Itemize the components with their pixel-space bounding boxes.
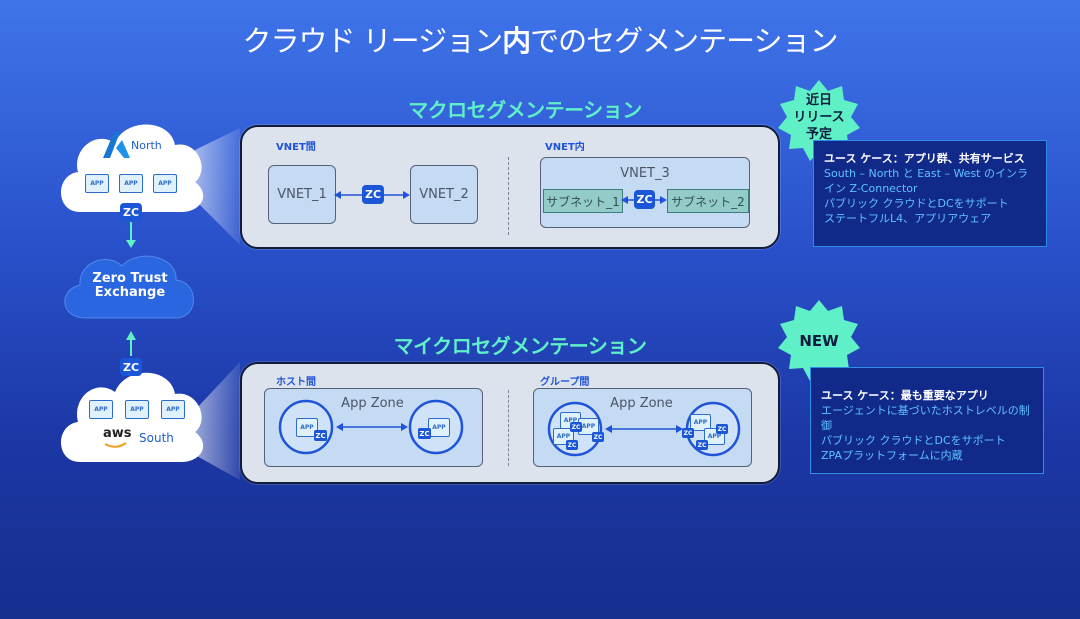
app-icon: APP <box>428 418 450 437</box>
usecase-macro-line: South – North と East – West のインラ <box>824 167 1028 180</box>
app-icon: APP <box>690 414 711 431</box>
aws-logo: aws <box>103 426 132 441</box>
subnet-1-box: サブネット_1 <box>543 189 623 213</box>
zc-agent-icon: ZC <box>592 432 604 442</box>
zc-agent-icon: ZC <box>418 428 431 439</box>
zte-line-1: Zero Trust <box>92 271 168 286</box>
app-zone-left-label: App Zone <box>341 396 404 411</box>
zc-agent-icon: ZC <box>570 422 582 432</box>
page-title: クラウド リージョン内でのセグメンテーション <box>0 18 1080 60</box>
macro-divider <box>508 157 509 235</box>
badge-line-2: リリース <box>793 110 845 125</box>
macro-title: マクロセグメンテーション <box>408 98 642 122</box>
cloud-diagram <box>60 124 240 480</box>
subnet-2-box: サブネット_2 <box>667 189 749 213</box>
badge-line-3: 予定 <box>805 127 832 142</box>
zc-connector-icon: ZC <box>362 185 384 204</box>
title-suffix: でのセグメンテーション <box>530 24 838 58</box>
micro-divider <box>508 390 509 466</box>
vnet-between-label: VNET間 <box>276 142 316 153</box>
app-icon: APP <box>153 174 177 193</box>
usecase-macro-line: パブリック クラウドとDCをサポート <box>824 197 1009 210</box>
usecase-macro-line: イン Z-Connector <box>824 182 918 195</box>
usecase-micro-line: エージェントに基づいたホストレベルの制御 <box>821 404 1030 432</box>
app-icon: APP <box>125 400 149 419</box>
subnet-1-label: サブネット_1 <box>546 194 620 209</box>
app-icon: APP <box>85 174 109 193</box>
zte-line-2: Exchange <box>94 285 166 300</box>
usecase-micro-heading: ユース ケース：最も重要なアプリ <box>821 389 989 402</box>
badge-line-1: 近日 <box>805 93 832 108</box>
zc-connector-icon: ZC <box>120 358 142 376</box>
zc-agent-icon: ZC <box>682 428 694 438</box>
usecase-micro-box: ユース ケース：最も重要なアプリ エージェントに基づいたホストレベルの制御 パブ… <box>810 367 1044 474</box>
app-icon: APP <box>89 400 113 419</box>
new-badge-shape <box>778 300 860 381</box>
zc-agent-icon: ZC <box>314 430 327 441</box>
zc-agent-icon: ZC <box>566 440 578 450</box>
new-badge: NEW <box>799 332 839 350</box>
vnet-2-label: VNET_2 <box>419 187 469 202</box>
aws-smile-icon <box>104 442 127 448</box>
usecase-macro-heading: ユース ケース：アプリ群、共有サービス <box>824 152 1025 165</box>
vnet-2-box: VNET_2 <box>410 165 478 224</box>
zc-agent-icon: ZC <box>696 440 708 450</box>
usecase-micro-line: パブリック クラウドとDCをサポート <box>821 434 1006 447</box>
app-zone-right-label: App Zone <box>610 396 673 411</box>
vnet-1-label: VNET_1 <box>277 187 327 202</box>
beam-south <box>195 362 240 480</box>
north-arrow-head <box>126 240 136 248</box>
zero-trust-exchange-cloud <box>64 255 194 319</box>
host-between-label: ホスト間 <box>276 377 316 388</box>
vnet-within-label: VNET内 <box>545 142 585 153</box>
azure-logo-icon <box>103 132 130 158</box>
south-label: South <box>139 431 174 445</box>
south-arrow-head <box>126 331 136 340</box>
north-label: North <box>131 139 162 152</box>
coming-soon-badge: 近日 リリース 予定 <box>778 92 860 143</box>
app-icon: APP <box>296 418 318 437</box>
subnet-2-label: サブネット_2 <box>671 194 745 209</box>
title-bold: 内 <box>502 24 531 58</box>
zc-connector-icon: ZC <box>634 190 655 209</box>
usecase-macro-line: ステートフルL4、アプリアウェア <box>824 212 992 225</box>
micro-title: マイクロセグメンテーション <box>393 334 647 358</box>
app-icon: APP <box>161 400 185 419</box>
zero-trust-exchange-label: Zero Trust Exchange <box>70 272 190 300</box>
group-between-label: グループ間 <box>540 377 590 388</box>
zc-connector-icon: ZC <box>120 203 142 221</box>
vnet-3-label: VNET_3 <box>620 166 670 181</box>
usecase-micro-line: ZPAプラットフォームに内蔵 <box>821 449 963 462</box>
title-prefix: クラウド リージョン <box>242 24 503 58</box>
app-icon: APP <box>119 174 143 193</box>
beam-north <box>195 128 240 245</box>
zc-agent-icon: ZC <box>716 424 728 434</box>
usecase-macro-box: ユース ケース：アプリ群、共有サービス South – North と East… <box>813 140 1047 247</box>
vnet-1-box: VNET_1 <box>268 165 336 224</box>
north-cloud <box>60 124 204 212</box>
